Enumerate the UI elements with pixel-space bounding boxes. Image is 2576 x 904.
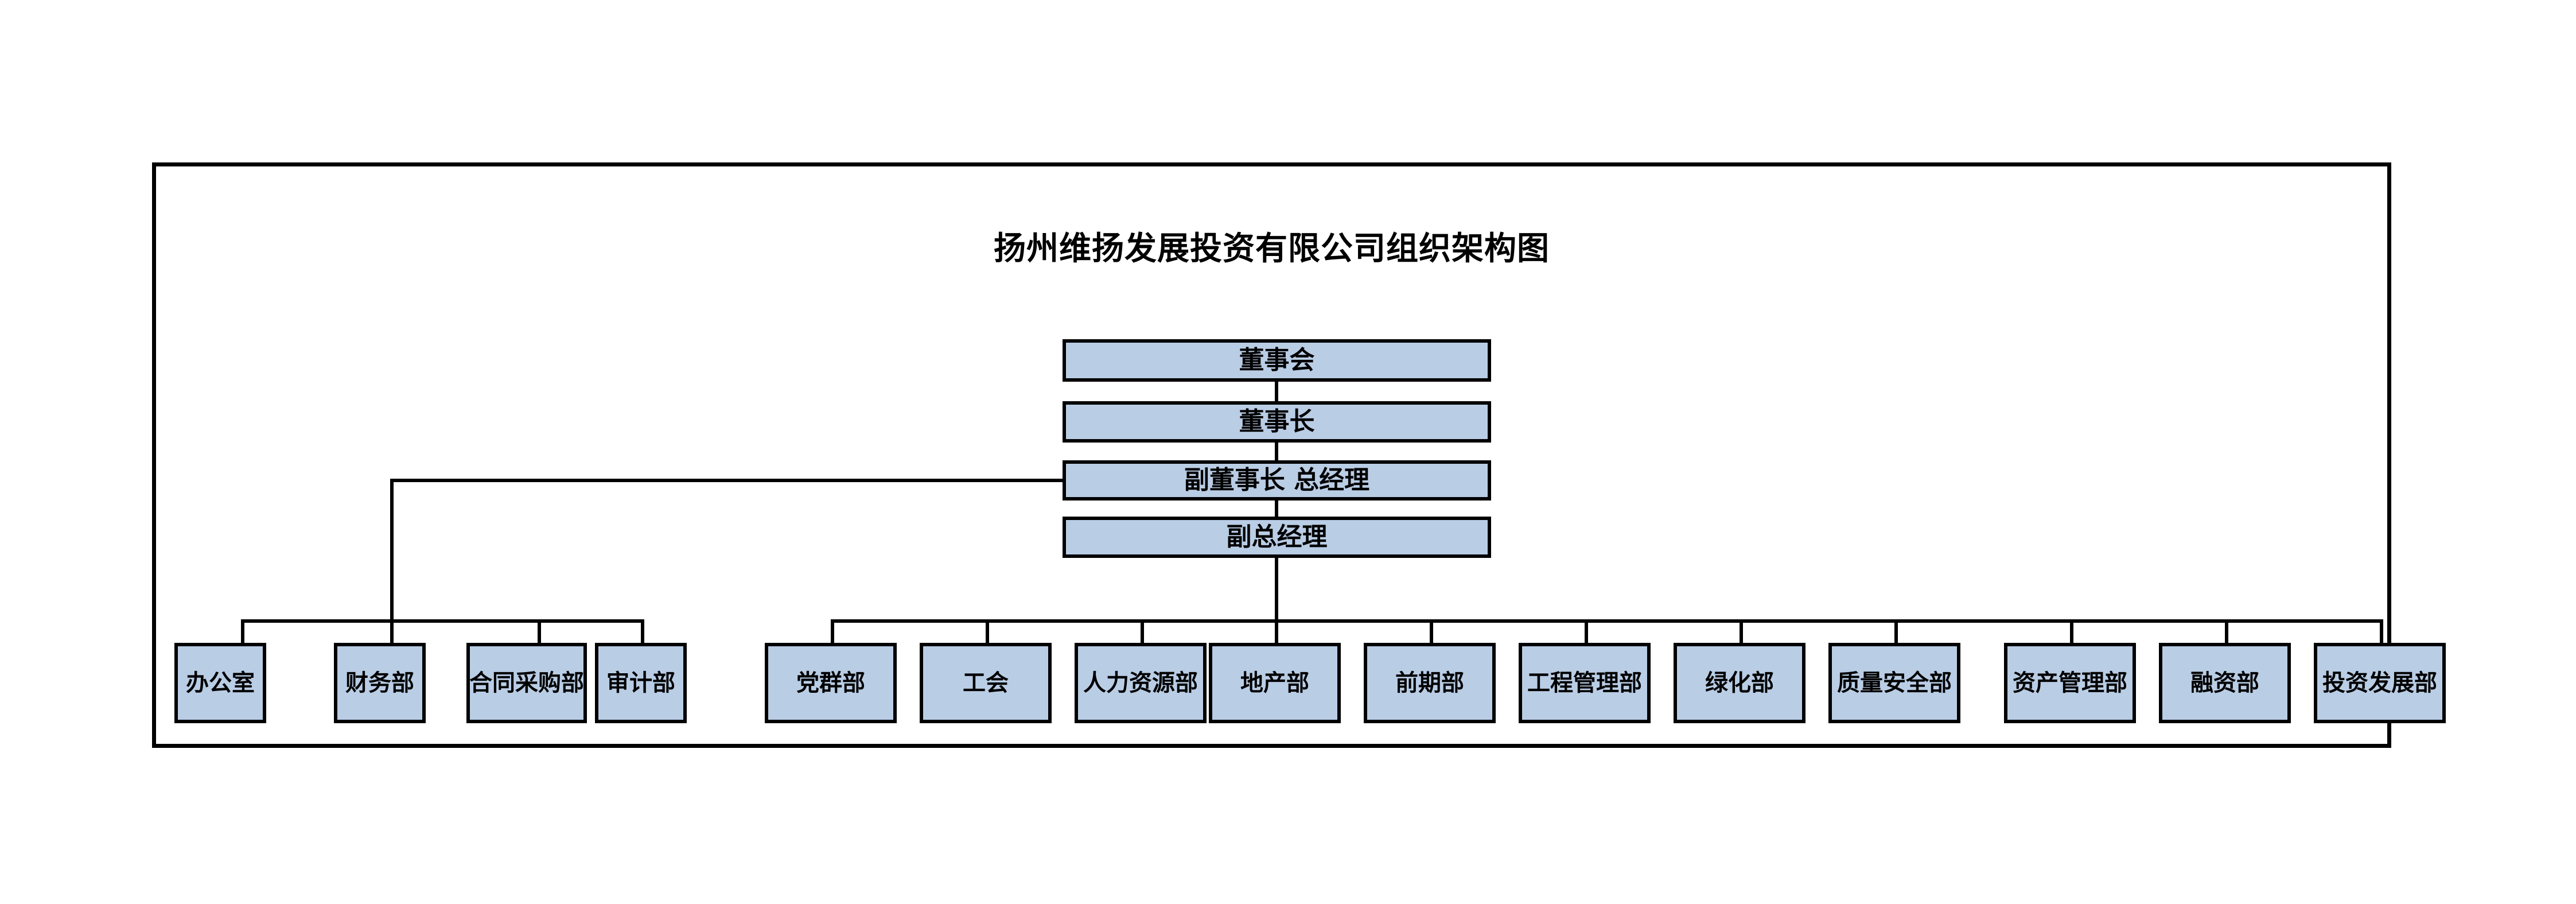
drop-dept-greening — [1740, 619, 1743, 643]
node-vice-chairman-gm[interactable]: 副董事长 总经理 — [1063, 460, 1491, 501]
drop-dept-party-mass — [831, 619, 834, 643]
node-chairman[interactable]: 董事长 — [1063, 401, 1491, 443]
drop-dept-finance — [390, 619, 394, 643]
drop-dept-quality-safety — [1894, 619, 1898, 643]
node-dept-asset-management-label: 资产管理部 — [2013, 670, 2127, 696]
node-dept-engineering-management-label: 工程管理部 — [1527, 670, 1642, 696]
node-dept-financing[interactable]: 融资部 — [2159, 643, 2291, 723]
page-title: 扬州维扬发展投资有限公司组织架构图 — [994, 230, 1550, 267]
connector-vice-chairman-to-deputy-gm — [1275, 501, 1278, 517]
connector-left-branch-vertical — [390, 479, 394, 623]
drop-dept-union — [986, 619, 989, 643]
node-dept-office-label: 办公室 — [186, 670, 255, 696]
node-dept-office[interactable]: 办公室 — [174, 643, 266, 723]
bus-right-group — [831, 619, 2380, 623]
node-dept-audit[interactable]: 审计部 — [595, 643, 687, 723]
node-dept-party-mass[interactable]: 党群部 — [765, 643, 897, 723]
connector-chairman-to-vice-chairman — [1275, 443, 1278, 460]
node-dept-engineering-management[interactable]: 工程管理部 — [1519, 643, 1651, 723]
node-dept-contract-procurement[interactable]: 合同采购部 — [466, 643, 587, 723]
bus-left-group — [241, 619, 643, 623]
node-dept-party-mass-label: 党群部 — [796, 670, 865, 696]
node-board-label: 董事会 — [1239, 346, 1315, 375]
node-dept-finance-label: 财务部 — [345, 670, 414, 696]
drop-dept-financing — [2225, 619, 2228, 643]
drop-dept-engineering-management — [1585, 619, 1588, 643]
node-dept-asset-management[interactable]: 资产管理部 — [2004, 643, 2136, 723]
connector-left-branch-horizontal — [390, 479, 1064, 482]
node-dept-financing-label: 融资部 — [2190, 670, 2259, 696]
node-dept-preliminary[interactable]: 前期部 — [1364, 643, 1496, 723]
node-dept-human-resources-label: 人力资源部 — [1083, 670, 1198, 696]
node-dept-contract-procurement-label: 合同采购部 — [469, 670, 584, 696]
drop-dept-preliminary — [1430, 619, 1433, 643]
node-vice-chairman-gm-label: 副董事长 总经理 — [1184, 465, 1370, 495]
node-dept-quality-safety-label: 质量安全部 — [1837, 670, 1952, 696]
node-dept-union-label: 工会 — [963, 670, 1009, 696]
node-dept-real-estate-label: 地产部 — [1240, 670, 1309, 696]
node-dept-human-resources[interactable]: 人力资源部 — [1075, 643, 1207, 723]
node-dept-audit-label: 审计部 — [606, 670, 675, 696]
drop-dept-investment-development — [2380, 619, 2383, 643]
node-chairman-label: 董事长 — [1239, 407, 1315, 436]
drop-dept-asset-management — [2070, 619, 2073, 643]
node-dept-real-estate[interactable]: 地产部 — [1209, 643, 1341, 723]
node-dept-investment-development[interactable]: 投资发展部 — [2314, 643, 2446, 723]
connector-board-to-chairman — [1275, 382, 1278, 401]
node-dept-preliminary-label: 前期部 — [1395, 670, 1464, 696]
node-deputy-gm[interactable]: 副总经理 — [1063, 517, 1491, 558]
node-dept-quality-safety[interactable]: 质量安全部 — [1828, 643, 1960, 723]
node-dept-greening-label: 绿化部 — [1705, 670, 1774, 696]
drop-dept-contract-procurement — [538, 619, 541, 643]
node-dept-investment-development-label: 投资发展部 — [2322, 670, 2437, 696]
node-deputy-gm-label: 副总经理 — [1226, 522, 1328, 552]
diagram-frame: 扬州维扬发展投资有限公司组织架构图 董事会 董事长 副董事长 总经理 副总经理 — [152, 162, 2446, 748]
connector-deputy-gm-to-bus — [1275, 558, 1278, 623]
node-board[interactable]: 董事会 — [1063, 339, 1491, 382]
drop-dept-human-resources — [1141, 619, 1144, 643]
node-dept-finance[interactable]: 财务部 — [334, 643, 426, 723]
drop-dept-real-estate — [1275, 619, 1278, 643]
drop-dept-audit — [641, 619, 644, 643]
drop-dept-office — [241, 619, 244, 643]
node-dept-union[interactable]: 工会 — [920, 643, 1052, 723]
node-dept-greening[interactable]: 绿化部 — [1674, 643, 1805, 723]
